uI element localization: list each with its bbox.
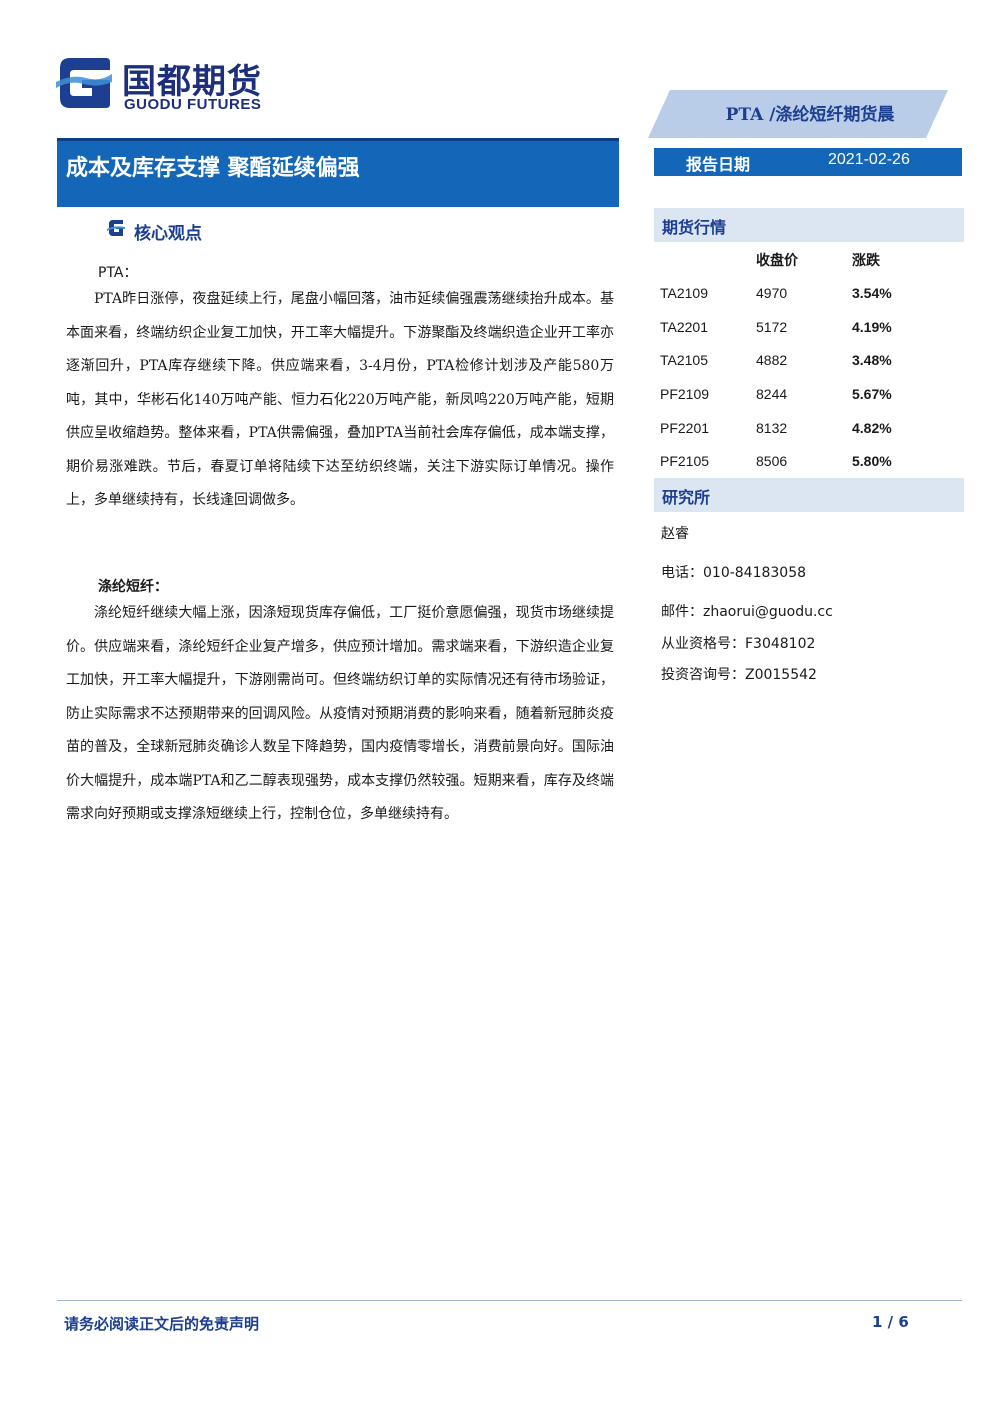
report-series-title: PTA /涤纶短纤期货晨 [725,105,895,125]
logo-mark-icon [56,58,112,108]
table-row: TA2109 4970 3.54% [660,285,960,309]
price-change: 3.48% [852,352,892,368]
market-section-header [654,208,964,242]
report-date-value: 2021-02-26 [828,151,910,168]
title-bar [57,138,619,207]
core-view-heading: 核心观点 [134,224,202,244]
logo-en-name: GUODU FUTURES [124,96,262,113]
report-date-label: 报告日期 [686,155,751,174]
research-section-title: 研究所 [662,488,711,507]
close-price: 8244 [756,386,788,402]
price-change: 4.19% [852,319,892,335]
report-date-bar [654,148,962,176]
close-price: 8132 [756,420,788,436]
fiber-section-title: 涤纶短纤： [98,579,168,595]
column-header-change: 涨跌 [852,253,880,269]
core-view-icon [107,220,125,236]
page-number: 1 / 6 [872,1313,909,1331]
price-change: 5.80% [852,453,892,469]
close-price: 4882 [756,352,788,368]
disclaimer-note: 请务必阅读正文后的免责声明 [64,1315,260,1333]
table-row: PF2105 8506 5.80% [660,453,960,477]
contract-code: TA2109 [660,285,708,301]
close-price: 5172 [756,319,788,335]
table-row: PF2109 8244 5.67% [660,386,960,410]
table-row: TA2201 5172 4.19% [660,319,960,343]
close-price: 8506 [756,453,788,469]
analyst-name: 赵睿 [661,526,689,542]
analyst-phone: 电话：010-84183058 [661,565,807,581]
contract-code: TA2201 [660,319,708,335]
footer-divider [57,1300,962,1301]
contract-code: PF2109 [660,386,710,402]
contract-code: TA2105 [660,352,708,368]
analyst-email: 邮件：zhaorui@guodu.cc [661,604,833,620]
banner-background [648,90,948,138]
price-change: 5.67% [852,386,892,402]
qualification-number: 从业资格号：F3048102 [661,636,816,652]
table-row: TA2105 4882 3.48% [660,352,960,376]
table-row: PF2201 8132 4.82% [660,420,960,444]
pta-paragraph: PTA昨日涨停，夜盘延续上行，尾盘小幅回落，油市延续偏强震荡继续抬升成本。基本面… [66,291,614,508]
company-logo: 国都期货 GUODU FUTURES [52,52,292,114]
report-title: 成本及库存支撑 聚酯延续偏强 [66,155,360,181]
column-header-close: 收盘价 [756,253,798,269]
consulting-number: 投资咨询号：Z0015542 [661,667,817,683]
logo-cn-name: 国都期货 [122,62,262,102]
contract-code: PF2201 [660,420,710,436]
market-section-title: 期货行情 [662,218,727,237]
research-section-header [654,478,964,512]
fiber-paragraph: 涤纶短纤继续大幅上涨，因涤短现货库存偏低，工厂挺价意愿偏强，现货市场继续提价。供… [66,605,614,822]
contract-code: PF2105 [660,453,710,469]
price-change: 4.82% [852,420,892,436]
close-price: 4970 [756,285,788,301]
pta-section-title: PTA： [98,265,138,281]
price-change: 3.54% [852,285,892,301]
